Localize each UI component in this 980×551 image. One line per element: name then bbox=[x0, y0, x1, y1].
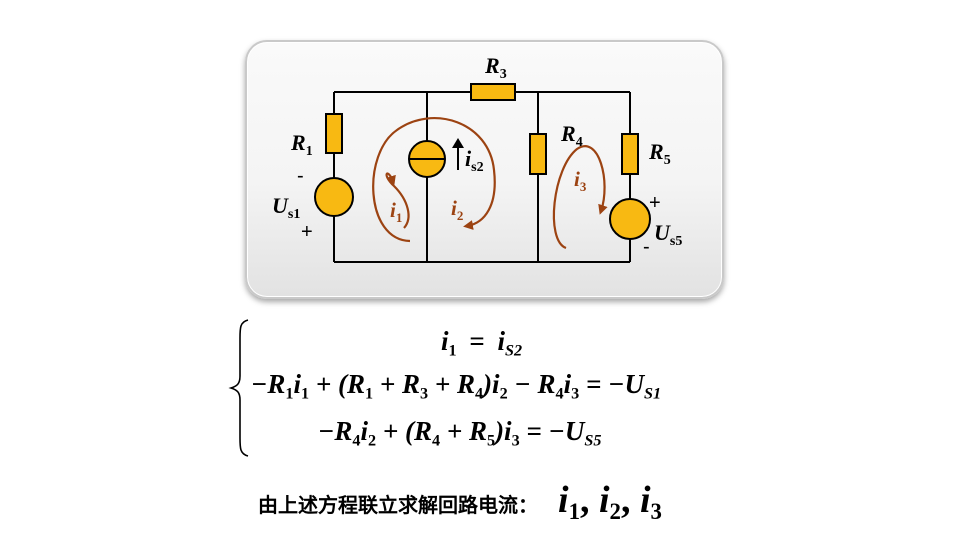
equation-line-3: −R4i2 + (R4 + R5)i3 = −US5 bbox=[318, 416, 602, 450]
current-source-is2 bbox=[408, 140, 446, 178]
resistor-r5 bbox=[621, 133, 639, 175]
circuit-diagram: R3 R1 R4 R5 is2 Us1 Us5 i1 i2 i3 - + + - bbox=[272, 53, 682, 263]
label-r5: R5 bbox=[648, 139, 671, 168]
loop-arrows bbox=[372, 116, 608, 250]
label-us1: Us1 bbox=[272, 193, 300, 222]
loop-i3-arrow-icon bbox=[552, 145, 608, 250]
label-r1: R1 bbox=[290, 130, 313, 159]
label-r3: R3 bbox=[484, 53, 507, 82]
summary-variables: i1, i2, i3 bbox=[558, 479, 662, 524]
polarity-us1-bottom: + bbox=[301, 221, 313, 243]
loop-i2-arrow-icon bbox=[372, 116, 496, 243]
resistor-r3 bbox=[470, 83, 516, 101]
eq1-lhs-var: i bbox=[441, 326, 449, 356]
voltage-source-us1 bbox=[314, 177, 354, 217]
eq1-equals: = bbox=[469, 326, 485, 356]
label-i2: i2 bbox=[451, 196, 463, 223]
label-i1: i1 bbox=[390, 198, 402, 225]
wires bbox=[333, 91, 631, 263]
label-r4: R4 bbox=[560, 121, 583, 150]
polarity-us5-top: + bbox=[649, 192, 661, 214]
summary-text: 由上述方程联立求解回路电流： bbox=[258, 493, 538, 517]
loop-i1-arrow-icon bbox=[385, 172, 410, 229]
equation-line-2: −R1i1 + (R1 + R3 + R4)i2 − R4i3 = −US1 bbox=[251, 369, 662, 403]
eq1-rhs-sub: S2 bbox=[505, 341, 523, 360]
eq1-lhs-sub: 1 bbox=[448, 341, 457, 360]
label-i3: i3 bbox=[574, 167, 587, 194]
resistor-r1 bbox=[325, 113, 343, 154]
equation-line-1: i1 = iS2 bbox=[441, 326, 522, 361]
summary-line: 由上述方程联立求解回路电流： i1, i2, i3 bbox=[258, 478, 662, 525]
equation-brace bbox=[228, 319, 249, 457]
circuit-panel: R3 R1 R4 R5 is2 Us1 Us5 i1 i2 i3 - + + - bbox=[245, 40, 724, 299]
polarity-us5-bottom: - bbox=[643, 236, 650, 258]
eq2-term: −R bbox=[251, 369, 286, 399]
eq3-term: −R bbox=[318, 416, 353, 446]
is2-arrow-icon bbox=[452, 138, 464, 170]
eq1-rhs-var: i bbox=[497, 326, 506, 356]
label-us5: Us5 bbox=[654, 220, 682, 249]
voltage-source-us5 bbox=[609, 198, 651, 240]
polarity-us1-top: - bbox=[297, 165, 304, 187]
label-is2: is2 bbox=[465, 146, 484, 175]
resistor-r4 bbox=[529, 133, 547, 175]
